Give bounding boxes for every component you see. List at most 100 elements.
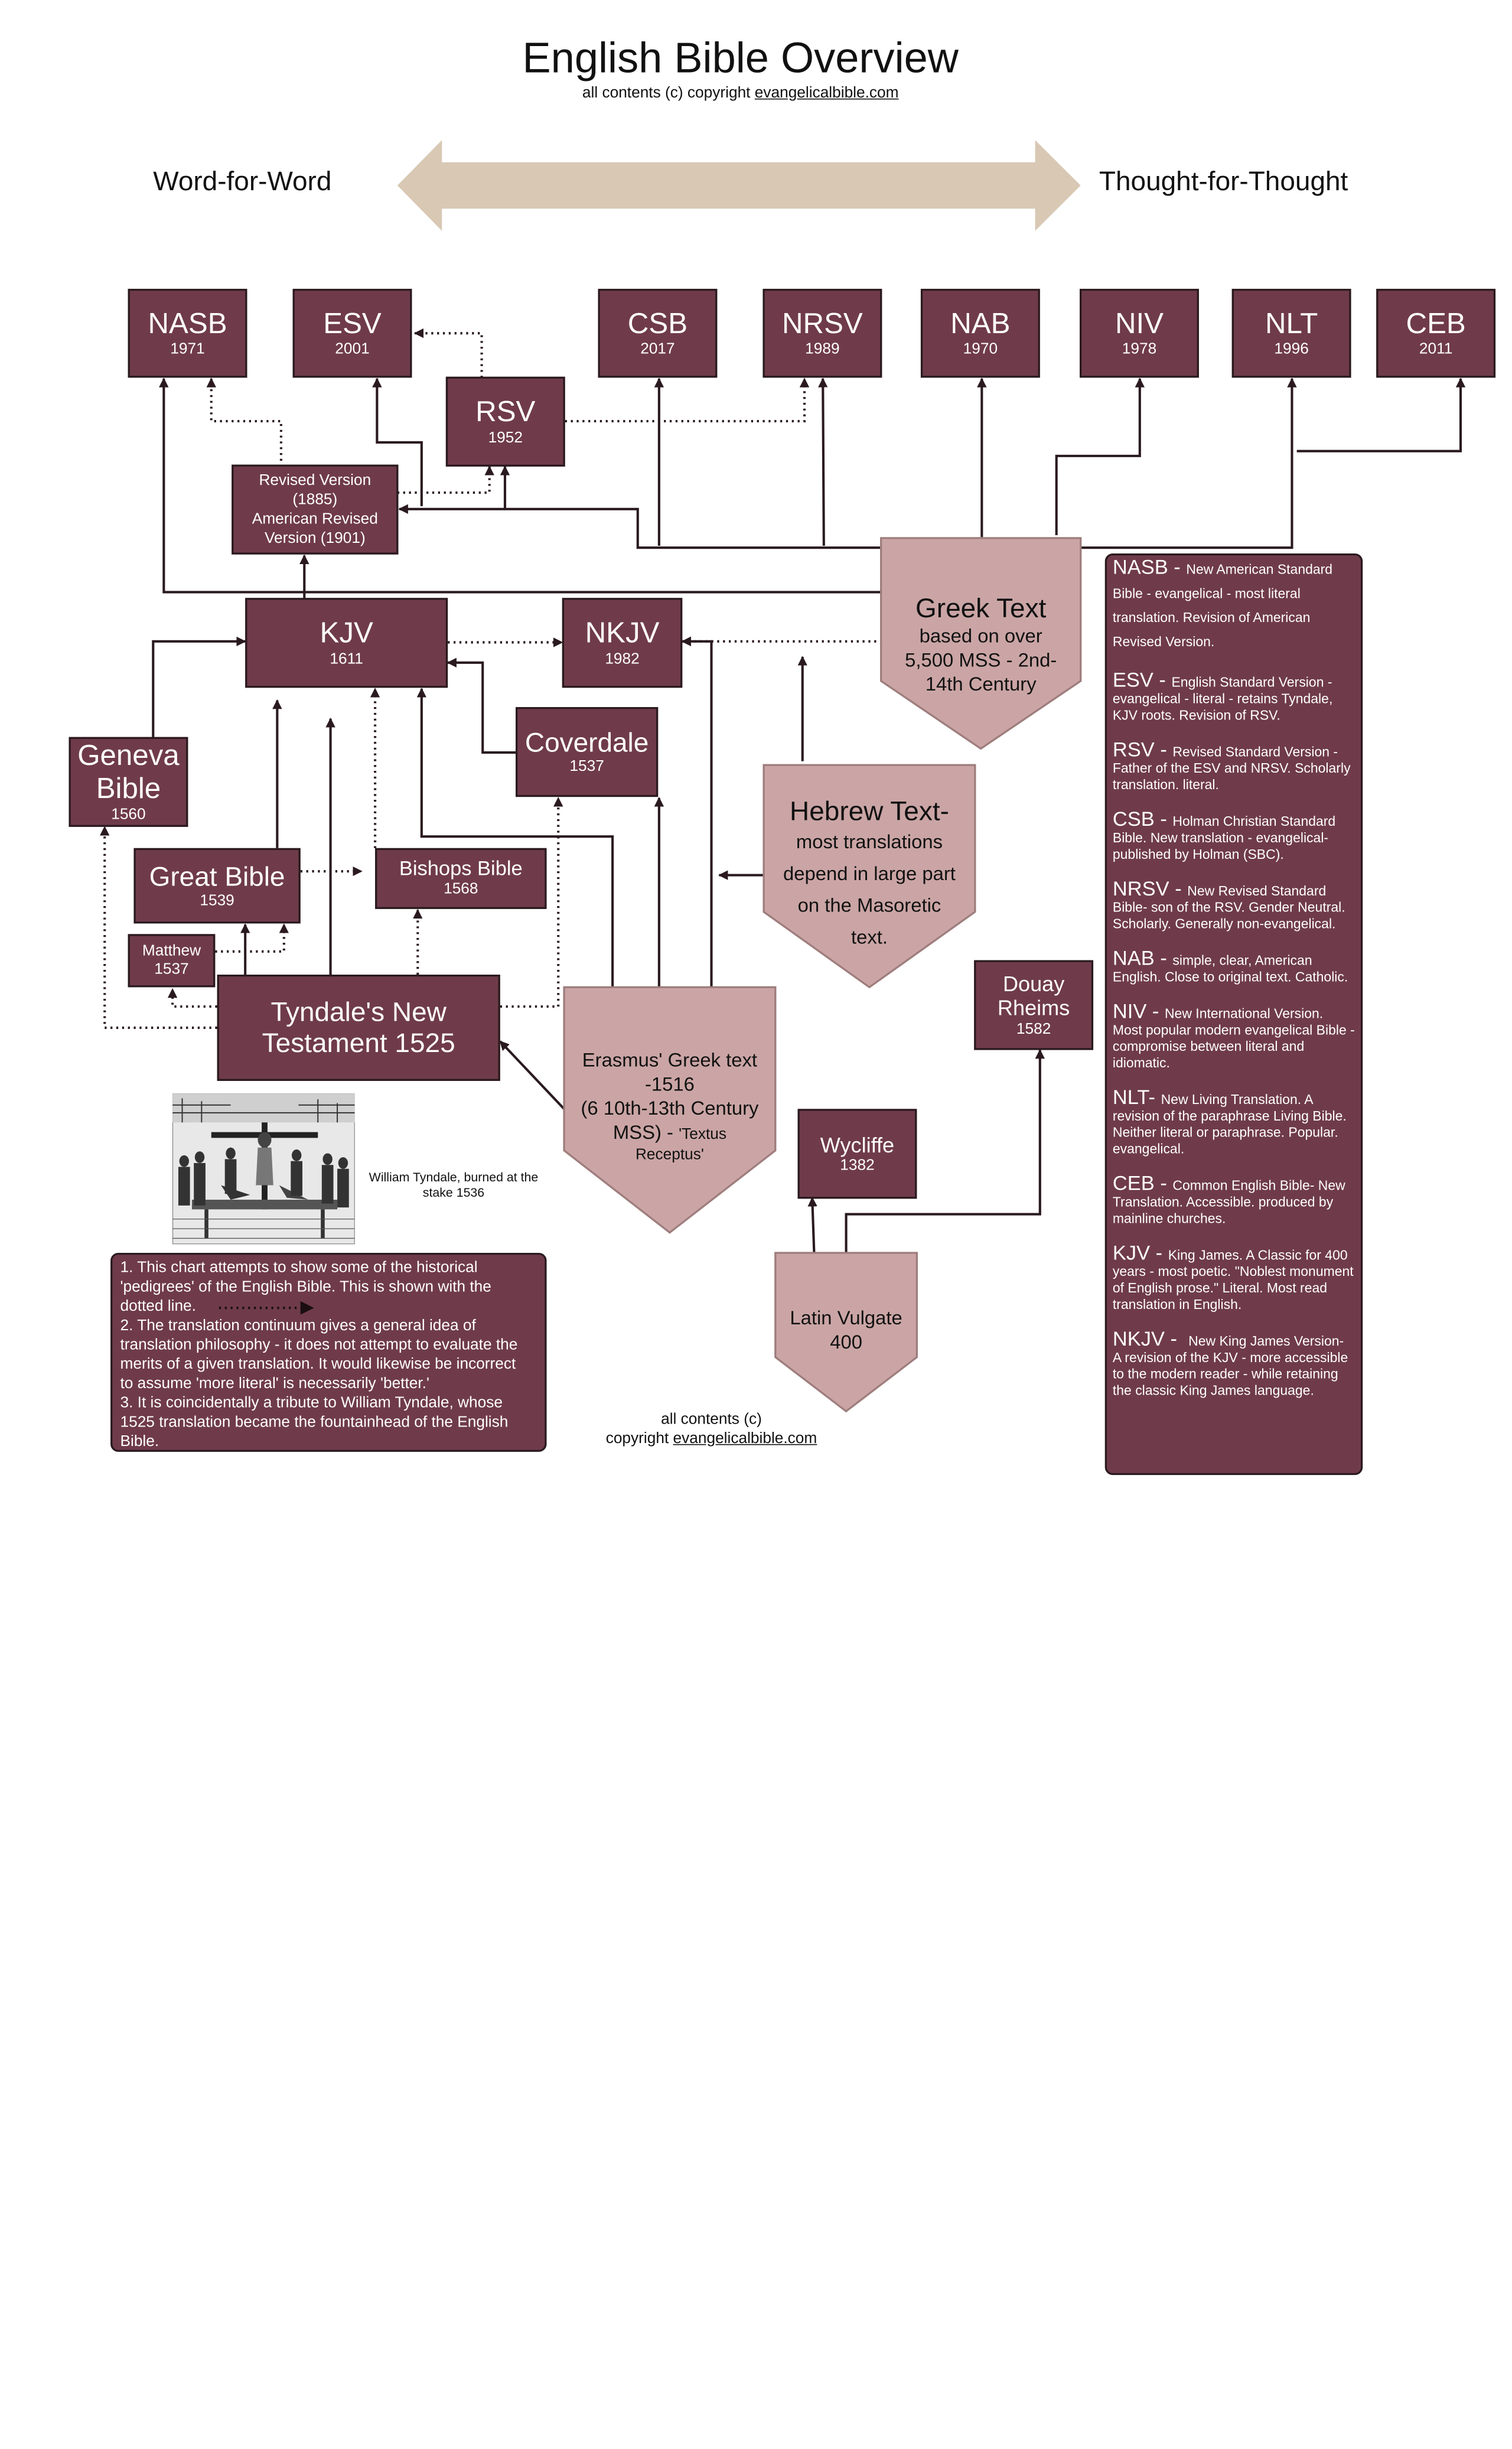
rv-line-4: Version (1901) [264,529,366,546]
footer-copyright: all contents (c) copyright evangelicalbi… [566,1411,856,1449]
legend-term: NLT [1112,1086,1149,1109]
line-vulgate-douay [845,1048,1045,1253]
nkjv-year: 1982 [605,650,640,667]
rsv-year: 1952 [488,429,523,446]
erasmus-line-1: Erasmus' Greek text [582,1050,758,1072]
legend-entry: NLT- New Living Translation. A revision … [1112,1086,1355,1157]
esv-name: ESV [323,307,382,340]
dotted-matthew-great [215,923,289,953]
legend-entry: KJV - King James. A Classic for 400 year… [1113,1243,1355,1313]
kjv-name: KJV [320,617,373,649]
legend-entry: ESV - English Standard Version - evangel… [1112,669,1355,724]
nrsv-box: NRSV 1989 [762,288,882,378]
matthew-year: 1537 [154,960,189,978]
legend-separator: - [1168,556,1187,579]
legend-description: Common English Bible- New Translation. A… [1112,1177,1345,1226]
line-coverdale-kjv [447,657,517,754]
note-2-line-3: merits of a given translation. It would … [120,1356,516,1373]
note-2-line-1: 2. The translation continuum gives a gen… [120,1317,476,1334]
line-erasmus-kjv [416,688,614,988]
dotted-rsv-nrsv [565,377,810,423]
hebrew-line-2: depend in large part [783,863,956,885]
line-nlt-ceb [1296,377,1466,452]
note-3-line-2: 1525 translation became the fountainhead… [120,1414,509,1431]
dotted-rv-rsv [397,465,494,494]
ceb-year: 2011 [1419,341,1453,358]
niv-box: NIV 1978 [1080,288,1199,378]
dotted-line-sample [219,1301,314,1315]
rv-line-3: American Revised [252,510,378,527]
legend-term: CSB [1112,808,1155,831]
csb-name: CSB [627,307,688,340]
site-link[interactable]: evangelicalbible.com [754,84,899,102]
legend-separator: - [1164,1328,1189,1351]
niv-year: 1978 [1122,341,1157,358]
wycliffe-box: Wycliffe 1382 [797,1109,917,1199]
note-2-line-2: translation philosophy - it does not att… [120,1337,518,1354]
nasb-name: NASB [148,307,227,340]
legend-separator: - [1146,1001,1165,1023]
vulgate-line-2: 400 [830,1332,862,1354]
line-greek-rv [398,504,881,549]
legend-separator: - [1154,1173,1173,1195]
vulgate-line-1: Latin Vulgate [790,1308,902,1330]
nrsv-year: 1989 [805,341,840,358]
hebrew-line-4: text. [850,927,888,949]
line-to-esv [372,377,423,506]
dotted-tyndale-coverdale [500,797,563,1008]
rsv-box: RSV 1952 [445,376,565,467]
kjv-box: KJV 1611 [245,598,448,688]
geneva-name-1: Geneva [77,740,180,772]
erasmus-line-4-small: 'Textus [679,1126,726,1143]
greek-text-shape [880,537,1082,750]
legend-description: New Living Translation. A revision of th… [1112,1091,1347,1157]
legend-separator: - [1148,1086,1161,1109]
nab-year: 1970 [963,341,998,358]
geneva-year: 1560 [111,806,146,823]
line-erasmus-tyndale [499,1040,565,1110]
note-1-line-3: dotted line. [120,1298,196,1315]
legend-entry: NRSV - New Revised Standard Bible- son o… [1113,879,1355,932]
douay-line-2: Rheims [997,996,1070,1021]
thought-for-thought-label: Thought-for-Thought [1099,166,1348,196]
coverdale-box: Coverdale 1537 [516,707,659,797]
legend-entry: RSV - Revised Standard Version - Father … [1113,739,1355,793]
legend-description: English Standard Version - evangelical -… [1112,674,1333,723]
erasmus-line-3: (6 10th-13th Century [581,1098,759,1120]
line-greek-nlt [1077,377,1297,549]
erasmus-text-shape [563,986,777,1234]
great-bible-box: Great Bible 1539 [133,848,301,924]
hebrew-line-1: most translations [796,831,943,853]
revised-version-box: Revised Version (1885) American Revised … [232,464,399,555]
nlt-year: 1996 [1274,341,1309,358]
bishops-bible-year: 1568 [444,881,478,898]
legend-separator: - [1154,808,1173,831]
tyndale-box: Tyndale's New Testament 1525 [217,975,500,1081]
matthew-name: Matthew [142,943,201,960]
legend-term: CEB [1112,1173,1155,1195]
legend-description: simple, clear, American English. Close t… [1112,952,1348,985]
rv-line-1: Revised Version [259,471,372,489]
legend-term: ESV [1112,669,1153,692]
greek-line-1: based on over [919,626,1042,647]
nkjv-box: NKJV 1982 [562,598,683,688]
line-greek-nasb [159,377,882,594]
dotted-rv-nasb [206,377,282,467]
legend-list: NASB - New American Standard Bible - eva… [1113,555,1355,1399]
nlt-box: NLT 1996 [1231,288,1351,378]
legend-entry: CEB - Common English Bible- New Translat… [1112,1173,1355,1227]
nasb-box: NASB 1971 [128,288,247,378]
footer-site-link[interactable]: evangelicalbible.com [673,1430,817,1447]
legend-term: NAB [1112,947,1155,970]
douay-rheims-box: Douay Rheims 1582 [974,960,1094,1050]
note-1-line-1: 1. This chart attempts to show some of t… [120,1259,478,1276]
coverdale-year: 1537 [569,758,604,776]
legend-separator: - [1154,739,1173,761]
page-title: English Bible Overview [522,34,959,83]
caption-line-1: William Tyndale, burned at the [369,1170,539,1184]
ceb-box: CEB 2011 [1376,288,1496,378]
notes-box: 1. This chart attempts to show some of t… [110,1252,547,1452]
legend-entry: NAB - simple, clear, American English. C… [1112,947,1355,985]
geneva-box: Geneva Bible 1560 [69,737,188,827]
